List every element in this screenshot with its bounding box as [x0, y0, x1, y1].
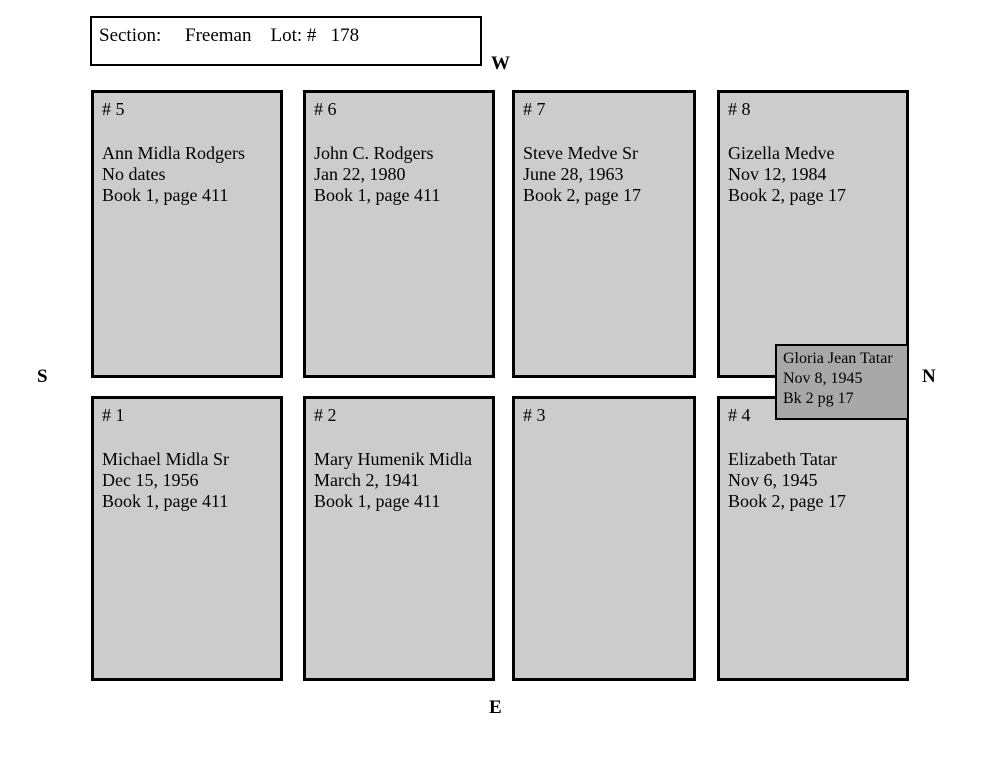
plot-3[interactable]: # 3 [512, 396, 696, 681]
plot-1-number: # 1 [102, 405, 125, 425]
plot-8-details: Gizella Medve Nov 12, 1984 Book 2, page … [728, 143, 846, 205]
plot-7-details: Steve Medve Sr June 28, 1963 Book 2, pag… [523, 143, 641, 205]
plot-2[interactable]: # 2 Mary Humenik Midla March 2, 1941 Boo… [303, 396, 495, 681]
plot-2-number: # 2 [314, 405, 337, 425]
plot-6[interactable]: # 6 John C. Rodgers Jan 22, 1980 Book 1,… [303, 90, 495, 378]
plot-5-details: Ann Midla Rodgers No dates Book 1, page … [102, 143, 245, 205]
plot-7[interactable]: # 7 Steve Medve Sr June 28, 1963 Book 2,… [512, 90, 696, 378]
plot-6-details: John C. Rodgers Jan 22, 1980 Book 1, pag… [314, 143, 441, 205]
plot-3-number: # 3 [523, 405, 546, 425]
compass-label-east: E [489, 697, 503, 718]
plot-8-number: # 8 [728, 99, 751, 119]
compass-label-south: S [37, 366, 49, 387]
overlay-marker-gloria-jean-tatar[interactable]: Gloria Jean Tatar Nov 8, 1945 Bk 2 pg 17 [775, 344, 909, 420]
plot-1-details: Michael Midla Sr Dec 15, 1956 Book 1, pa… [102, 449, 229, 511]
compass-label-north: N [922, 366, 937, 387]
overlay-marker-details: Gloria Jean Tatar Nov 8, 1945 Bk 2 pg 17 [783, 350, 893, 407]
section-lot-header-box: Section: Freeman Lot: # 178 [90, 16, 482, 66]
plot-4-details: Elizabeth Tatar Nov 6, 1945 Book 2, page… [728, 449, 846, 511]
section-lot-header-text: Section: Freeman Lot: # 178 [99, 25, 360, 46]
plot-6-number: # 6 [314, 99, 337, 119]
plot-2-details: Mary Humenik Midla March 2, 1941 Book 1,… [314, 449, 472, 511]
compass-label-west: W [491, 53, 511, 74]
plot-4[interactable]: # 4 Elizabeth Tatar Nov 6, 1945 Book 2, … [717, 396, 909, 681]
plot-4-number: # 4 [728, 405, 751, 425]
plot-5[interactable]: # 5 Ann Midla Rodgers No dates Book 1, p… [91, 90, 283, 378]
plot-1[interactable]: # 1 Michael Midla Sr Dec 15, 1956 Book 1… [91, 396, 283, 681]
plot-8[interactable]: # 8 Gizella Medve Nov 12, 1984 Book 2, p… [717, 90, 909, 378]
plot-7-number: # 7 [523, 99, 546, 119]
plot-5-number: # 5 [102, 99, 125, 119]
